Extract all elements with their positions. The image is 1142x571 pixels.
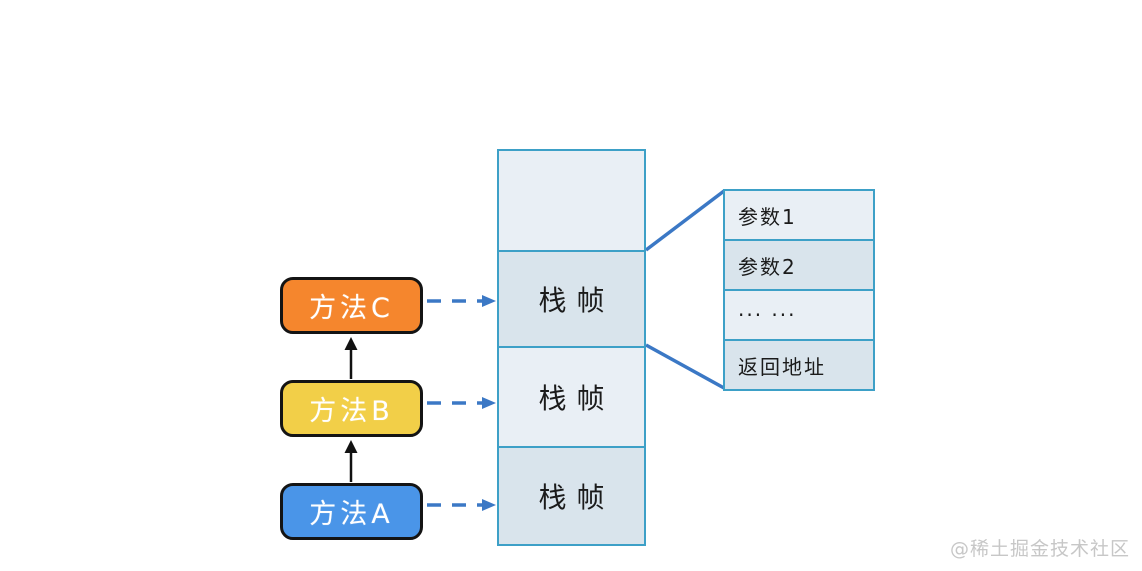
method-a-label: 方法A (309, 499, 394, 530)
detail-row-param1: 参数1 (725, 191, 873, 239)
stack-frame-label: 栈帧 (538, 382, 615, 415)
detail-row-return-address-label: 返回地址 (738, 354, 826, 379)
stack-frame-label: 栈帧 (538, 284, 615, 317)
detail-row-param2-label: 参数2 (738, 254, 797, 279)
stack-frame-label: 栈帧 (538, 481, 615, 514)
stack-column: 栈帧 栈帧 栈帧 (497, 149, 646, 546)
watermark: @稀土掘金技术社区 (949, 538, 1130, 560)
method-c-box: 方法C (280, 277, 423, 334)
detail-row-ellipsis-label: ··· ··· (738, 303, 797, 327)
method-c-label: 方法C (309, 293, 394, 324)
method-b-box: 方法B (280, 380, 423, 437)
detail-row-ellipsis: ··· ··· (725, 289, 873, 339)
detail-row-param2: 参数2 (725, 239, 873, 289)
method-b-label: 方法B (309, 396, 394, 427)
stack-cell-empty (499, 151, 644, 250)
detail-connector-bottom (645, 343, 725, 390)
stack-cell-frame-b: 栈帧 (499, 346, 644, 446)
stack-cell-frame-a: 栈帧 (499, 446, 644, 544)
detail-connector-top (644, 189, 726, 252)
frame-detail-table: 参数1 参数2 ··· ··· 返回地址 (723, 189, 875, 391)
detail-row-return-address: 返回地址 (725, 339, 873, 389)
method-a-box: 方法A (280, 483, 423, 540)
detail-row-param1-label: 参数1 (738, 204, 797, 229)
stack-cell-frame-c: 栈帧 (499, 250, 644, 346)
